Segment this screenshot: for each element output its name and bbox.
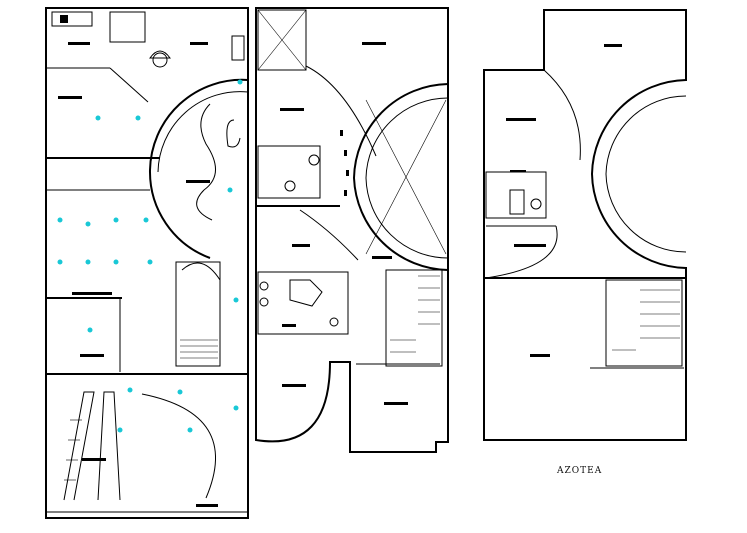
- ground-floor-plan: [45, 7, 249, 519]
- sheet-caption: AZOTEA: [557, 466, 603, 476]
- roof-plan: [483, 9, 687, 441]
- first-floor-plan: [255, 7, 449, 453]
